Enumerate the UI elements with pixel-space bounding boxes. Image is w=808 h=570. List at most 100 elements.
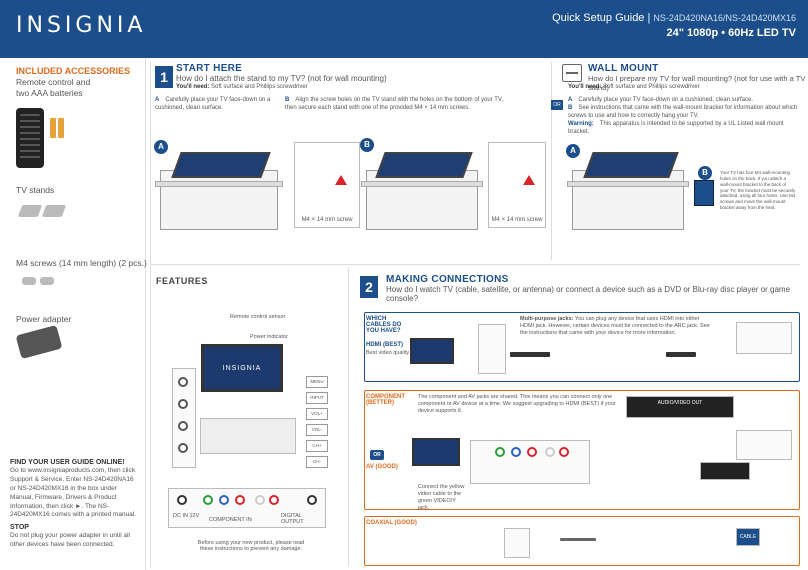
component-y-port-icon [203, 495, 213, 505]
cable-box-illustration: CABLE [736, 528, 760, 546]
step-1-badge: 1 [155, 66, 173, 88]
need-label: You'll need: [176, 84, 210, 90]
hdmi2-port-icon [178, 421, 188, 431]
column-divider [150, 62, 151, 566]
button-text: CH+ [312, 443, 322, 448]
component-pr-port-icon [235, 495, 245, 505]
usb-port-icon [178, 377, 188, 387]
tv-front-illustration: INSIGNIA [201, 344, 283, 392]
wall-mount-question: How do I prepare my TV for wall mounting… [588, 74, 806, 92]
need-value: Soft surface and Phillips screwdriver [211, 84, 308, 90]
tv-back-illustration [200, 418, 296, 454]
component-note: The component and AV jacks are shared. T… [418, 394, 616, 415]
stand-detail-inset: M4 × 14 mm screw [294, 142, 360, 228]
step-1-need: You'll need: Soft surface and Phillips s… [176, 84, 308, 90]
user-guide-box: FIND YOUR USER GUIDE ONLINE! Go to www.i… [10, 458, 140, 558]
instruction-text: Carefully place your TV face-down on a c… [578, 97, 753, 103]
tv-facedown-illustration [375, 152, 473, 178]
digital-out-label: DIGITAL OUTPUT [281, 513, 304, 525]
audio-l-port-icon [255, 495, 265, 505]
red-audio-port-icon [559, 447, 569, 457]
features-footer: Before using your new product, please re… [197, 540, 305, 552]
row-divider [150, 264, 800, 265]
button-text: VOL- [311, 427, 323, 432]
button-text: INPUT [310, 395, 324, 400]
letter-a: A [568, 97, 573, 103]
hdmi-sublabel: Best video quality [366, 350, 410, 356]
model-numbers: NS-24D420NA16/NS-24D420MX16 [653, 13, 796, 23]
dc-in-label: DC IN 12V [173, 513, 200, 519]
stands-label: TV stands [16, 185, 55, 195]
features-title: FEATURES [156, 276, 208, 286]
screw-image [40, 277, 54, 285]
warning-label: Warning: [568, 121, 594, 128]
letter-b-badge: B [360, 138, 374, 152]
wall-mount-instructions: A Carefully place your TV face-down on a … [568, 96, 798, 136]
header-info: Quick Setup Guide | NS-24D420NA16/NS-24D… [552, 12, 796, 39]
instruction-text: Carefully place your TV face-down on a c… [155, 97, 271, 112]
wall-mount-note: Your TV has four M4 wall-mounting holes … [720, 170, 796, 211]
device-illustration [736, 430, 792, 460]
coaxial-row [364, 516, 800, 566]
battery-image [50, 118, 56, 138]
device-illustration [736, 322, 792, 354]
hdmi1-port-icon [178, 399, 188, 409]
menu-button-label: MENU [306, 376, 328, 388]
green-port-icon [495, 447, 505, 457]
step-1-question: How do I attach the stand to my TV? (not… [176, 74, 387, 83]
or-badge: OR [551, 100, 563, 110]
av-out-panel-2 [700, 462, 750, 480]
component-label: COMPONENT IN [209, 517, 252, 523]
pc-port-icon [178, 443, 188, 453]
av-note: Connect the yellow video cable to the gr… [418, 484, 465, 512]
step-1-title: START HERE [176, 63, 243, 74]
tv-illustration [410, 338, 454, 364]
hdmi-cable-image [666, 352, 696, 357]
screws-label: M4 screws (14 mm length) (2 pcs.) [16, 258, 147, 268]
warning-text: This apparatus is intended to be support… [568, 121, 784, 136]
button-text: MENU [310, 379, 324, 384]
brand-logo: INSIGNIA [16, 13, 147, 38]
letter-a-badge: A [154, 140, 168, 154]
header-bar: INSIGNIA Quick Setup Guide | NS-24D420NA… [0, 0, 808, 58]
hdmi-row [364, 312, 800, 382]
need-value: Soft surface and Phillips screwdriver [603, 84, 700, 90]
wall-a-row: A Carefully place your TV face-down on a … [568, 96, 798, 104]
letter-b-badge: B [698, 166, 712, 180]
note-title: Multi-purpose jacks: [520, 316, 574, 322]
screw-caption: M4 × 14 mm screw [491, 217, 543, 223]
component-pb-port-icon [219, 495, 229, 505]
remote-sensor-label: Remote control sensor [230, 314, 286, 320]
which-cables-label: WHICH CABLES DO YOU HAVE? [366, 316, 402, 334]
screw-caption: M4 × 14 mm screw [301, 217, 353, 223]
tv-spec: 24" 1080p • 60Hz LED TV [666, 27, 796, 39]
tv-facedown-illustration [171, 152, 271, 178]
audio-r-port-icon [269, 495, 279, 505]
wall-mount-icon [562, 64, 582, 82]
arrow-icon [523, 175, 535, 185]
remote-label: Remote control and two AAA batteries [16, 77, 91, 99]
guide-body: Go to www.insigniaproducts.com, then cli… [10, 467, 137, 519]
tv-facedown-illustration [583, 152, 679, 178]
hdmi-cable-image [510, 352, 550, 357]
column-divider [551, 62, 552, 260]
or-badge: OR [370, 450, 384, 460]
hdmi-label: HDMI (BEST) [366, 342, 403, 348]
step-2-title: MAKING CONNECTIONS [386, 274, 509, 285]
warning-row: Warning:This apparatus is intended to be… [568, 120, 798, 136]
ch-up-button-label: CH+ [306, 440, 328, 452]
red-port-icon [527, 447, 537, 457]
step-2-badge: 2 [360, 276, 378, 298]
ant-cable-port-icon [307, 495, 317, 505]
instruction-book-image [694, 180, 714, 206]
remote-control-image [16, 108, 44, 168]
component-ports-panel [470, 440, 590, 484]
input-button-label: INPUT [306, 392, 328, 404]
letter-a-badge: A [566, 144, 580, 158]
white-port-icon [545, 447, 555, 457]
ant-panel [504, 528, 530, 558]
coaxial-label: COAXIAL (GOOD) [366, 520, 417, 526]
instruction-text: See instructions that came with the wall… [568, 105, 798, 120]
